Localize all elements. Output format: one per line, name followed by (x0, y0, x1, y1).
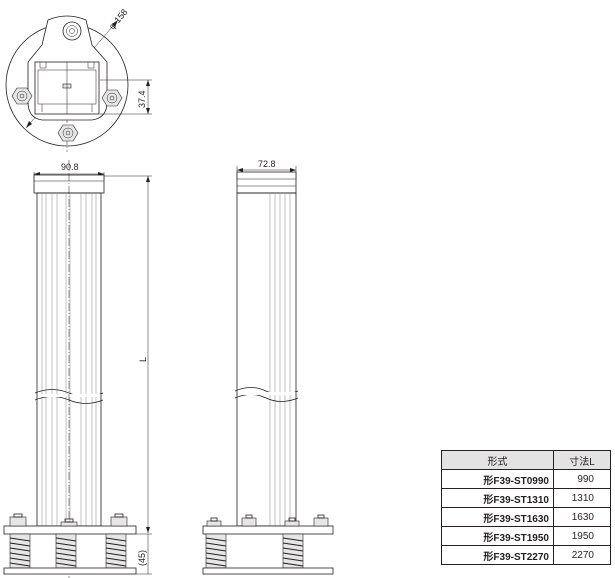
top-view: φ 158 (5, 7, 152, 152)
front-floor-plate (3, 567, 137, 575)
size-cell: 1630 (553, 507, 611, 527)
side-bolt-1 (206, 517, 222, 527)
side-bolt-3 (284, 517, 300, 527)
size-cell: 990 (553, 469, 611, 489)
bolt-right (101, 89, 123, 107)
model-cell: 形F39-ST1630 (441, 507, 554, 527)
front-bolt-2 (60, 518, 78, 527)
model-cell: 形F39-ST2270 (441, 545, 554, 565)
front-width-label: 90.8 (61, 162, 79, 172)
base-height-label: (45) (137, 550, 147, 566)
model-cell: 形F39-ST1310 (441, 488, 554, 508)
size-cell: 1310 (553, 488, 611, 508)
table-row: 形F39-ST1950 1950 (441, 526, 611, 546)
table-row: 形F39-ST2270 2270 (441, 545, 611, 565)
side-springs (205, 533, 304, 569)
front-view: 90.8 L (3, 160, 152, 578)
front-base-plate (3, 525, 137, 535)
table-row: 形F39-ST0990 990 (441, 469, 611, 489)
table-row: 形F39-ST1310 1310 (441, 488, 611, 508)
header-size: 寸法L (553, 450, 611, 470)
side-base-plate (202, 525, 334, 535)
model-cell: 形F39-ST0990 (441, 469, 554, 489)
model-size-table: 形式 寸法L 形F39-ST0990 990 形F39-ST1310 1310 … (441, 450, 611, 565)
front-bolt-1 (9, 513, 27, 527)
mounting-plate (27, 15, 108, 121)
header-model: 形式 (441, 450, 554, 470)
side-bolt-4 (313, 514, 329, 527)
side-cap (236, 171, 297, 194)
offset-label: 37.4 (137, 90, 147, 108)
length-label: L (138, 357, 148, 362)
bolt-bottom (57, 124, 79, 142)
diameter-label: φ 158 (107, 7, 130, 31)
bolt-left (11, 87, 33, 105)
side-floor-plate (202, 567, 334, 575)
side-view: 72.8 (202, 159, 334, 575)
size-cell: 1950 (553, 526, 611, 546)
side-pole (236, 192, 297, 527)
model-cell: 形F39-ST1950 (441, 526, 554, 546)
front-bolt-3 (110, 513, 128, 527)
front-springs (9, 533, 127, 569)
table-header-row: 形式 寸法L (441, 450, 611, 470)
size-cell: 2270 (553, 545, 611, 565)
side-bolt-2 (241, 514, 257, 527)
side-width-label: 72.8 (258, 159, 276, 169)
table-row: 形F39-ST1630 1630 (441, 507, 611, 527)
